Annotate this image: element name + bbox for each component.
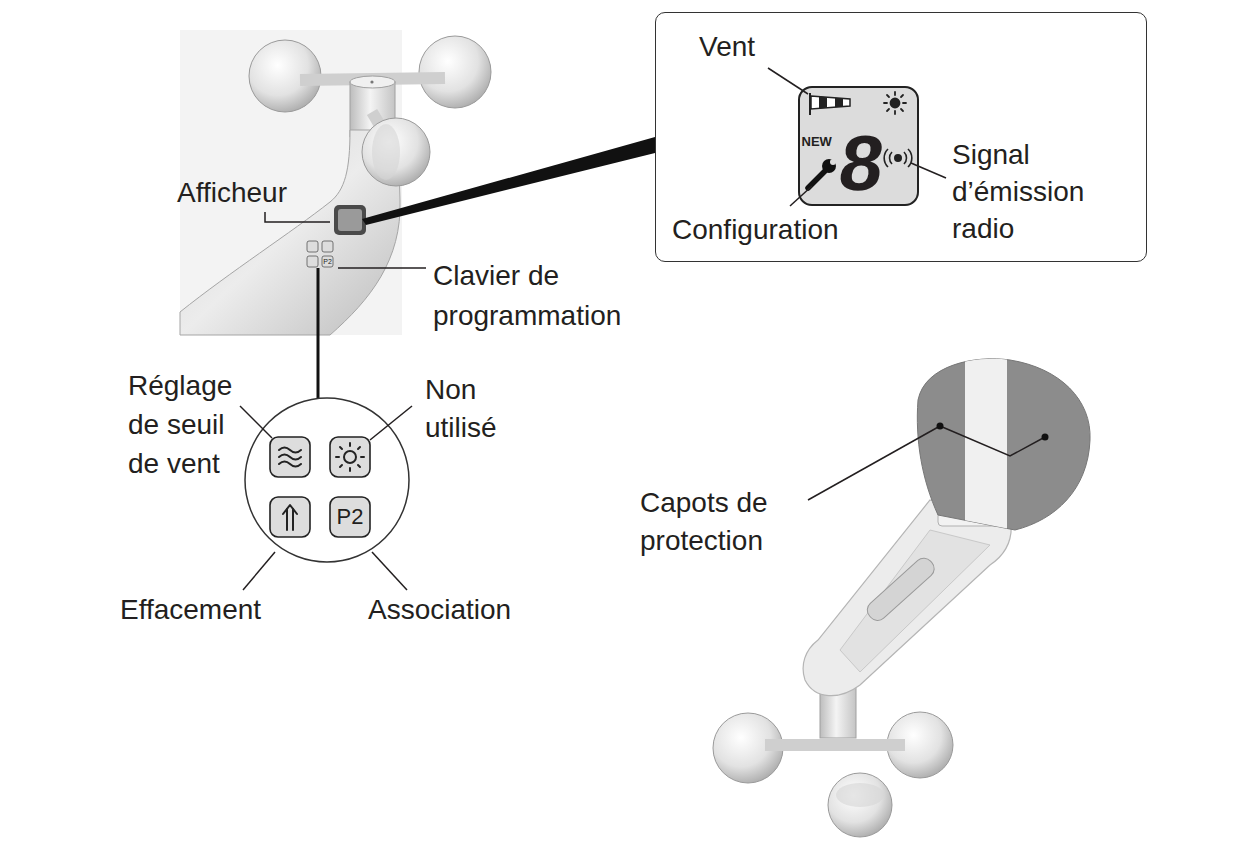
wind-icon — [279, 448, 301, 453]
part-label: Réglage de seuil de vent — [128, 366, 250, 483]
digit: 8 — [835, 128, 888, 198]
device-keypad — [307, 241, 333, 267]
lcd-ground — [798, 86, 919, 206]
sun-icon — [336, 443, 364, 471]
wind-icon — [279, 462, 301, 467]
anemometer-open — [713, 350, 1090, 837]
anemometer-open — [828, 773, 892, 837]
radio-icon — [884, 149, 912, 167]
sun-icon — [336, 443, 364, 471]
device-keypad — [322, 256, 333, 267]
windsock-icon — [819, 97, 827, 109]
anemometer-open — [864, 554, 938, 624]
arrow-icon — [283, 505, 297, 530]
wrench-icon — [830, 159, 836, 165]
callout-box: VentConfiguration Signal d’émission radio… — [655, 12, 1147, 262]
key-label: P2 — [330, 497, 370, 537]
cup-front — [362, 118, 430, 186]
part-label: Capots de protection — [640, 484, 805, 560]
radio-icon — [904, 152, 906, 164]
anemometer-open — [840, 530, 990, 672]
leader-dot — [937, 423, 944, 430]
zoom-wedge — [362, 137, 655, 225]
sun-icon — [884, 92, 906, 114]
part-label: Clavier de programmation — [433, 256, 648, 336]
wrench-icon — [822, 159, 836, 173]
leader-line — [940, 426, 1045, 456]
sun-icon — [891, 99, 900, 108]
leader-dot — [1042, 434, 1049, 441]
keypad-circle — [245, 398, 409, 562]
part-label: Effacement — [120, 591, 261, 629]
wrench-icon — [808, 159, 836, 188]
cup-front — [362, 118, 430, 186]
sun-icon — [344, 451, 356, 463]
zoom-line — [317, 268, 320, 400]
windsock-icon — [810, 93, 850, 115]
cup-front — [372, 124, 400, 180]
part-name: Vent — [699, 28, 755, 65]
leader-line — [808, 426, 940, 500]
cup-back — [419, 36, 491, 108]
leader-line — [768, 68, 808, 94]
anemometer-open — [803, 500, 1011, 696]
leader-line — [911, 163, 946, 178]
lcd-screen: NEW8 — [798, 86, 919, 206]
device-keypad — [307, 256, 318, 267]
device-keypad — [322, 241, 333, 252]
leader-line — [240, 406, 412, 590]
keypad-button — [330, 437, 370, 477]
key-label: P2 — [322, 256, 333, 267]
leader-line — [265, 212, 330, 222]
anemometer-open — [765, 739, 905, 751]
new-indicator: NEW — [802, 134, 832, 149]
device-keypad — [307, 241, 318, 252]
device-display — [338, 209, 362, 231]
anemometer-open — [864, 554, 938, 624]
leader-line — [808, 426, 1045, 500]
leader-dot — [937, 423, 1049, 441]
leader-line — [370, 406, 412, 440]
leader-line — [338, 267, 426, 269]
radio-icon — [908, 149, 912, 167]
windsock-icon — [835, 98, 843, 107]
keypad-button — [330, 497, 370, 537]
wind-icon — [279, 455, 301, 460]
keypad-button — [270, 437, 310, 477]
leader-line — [768, 68, 946, 206]
arrow-icon — [283, 505, 297, 514]
hub — [350, 76, 395, 88]
radio-icon — [890, 152, 892, 164]
keypad-button — [270, 497, 310, 537]
leader-line — [240, 406, 272, 438]
windsock-icon — [811, 96, 850, 109]
part-label: Non utilisé — [425, 371, 530, 447]
part-label: Afficheur — [177, 174, 287, 212]
leader-line — [790, 186, 812, 206]
part-name: Signal d’émission radio — [952, 136, 1117, 247]
sun-icon — [884, 92, 906, 114]
device-display — [334, 205, 366, 235]
wind-icon — [279, 448, 301, 467]
part-name: Configuration — [672, 211, 839, 248]
device-display — [334, 205, 366, 235]
leader-line — [265, 212, 426, 268]
hub — [370, 80, 373, 83]
leader-line — [372, 552, 407, 590]
radio-icon — [895, 155, 901, 161]
arrow-icon — [287, 509, 293, 530]
anemometer-open — [836, 783, 884, 807]
wrench-icon — [808, 171, 825, 188]
part-label: Association — [368, 591, 511, 629]
leader-line — [243, 552, 275, 590]
keypad-button — [270, 437, 370, 537]
